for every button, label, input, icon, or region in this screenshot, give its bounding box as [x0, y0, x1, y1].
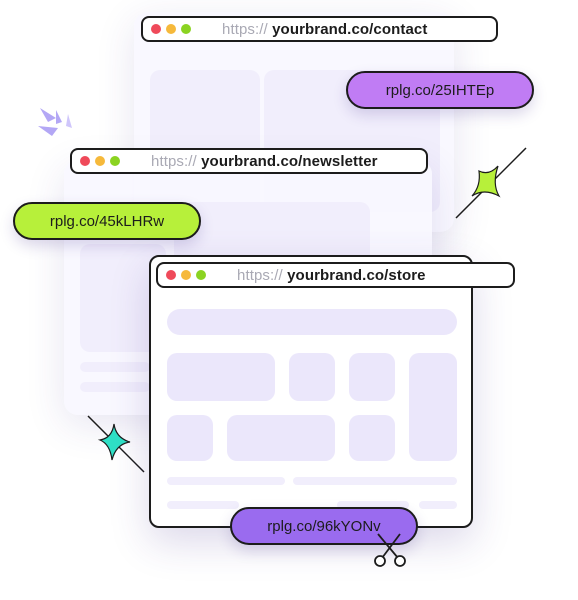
close-dot-icon — [151, 24, 161, 34]
url-text: https:// yourbrand.co/newsletter — [151, 153, 378, 170]
placeholder-line — [80, 382, 150, 392]
scissors-icon — [374, 533, 406, 567]
contact-short-link[interactable]: rplg.co/25IHTEp — [346, 71, 534, 109]
store-window — [149, 255, 473, 528]
placeholder-line — [293, 477, 457, 485]
maximize-dot-icon — [196, 270, 206, 280]
placeholder-line — [419, 501, 457, 509]
teal-sparkle-icon — [87, 415, 145, 473]
placeholder-banner — [167, 309, 457, 335]
minimize-dot-icon — [95, 156, 105, 166]
placeholder-line — [167, 477, 285, 485]
maximize-dot-icon — [110, 156, 120, 166]
placeholder-block — [227, 415, 335, 461]
placeholder-block — [167, 415, 213, 461]
url-protocol: https:// — [237, 266, 283, 284]
store-url-bar[interactable]: https:// yourbrand.co/store — [156, 262, 515, 288]
minimize-dot-icon — [181, 270, 191, 280]
url-domain: yourbrand.co/newsletter — [201, 152, 378, 170]
store-short-link[interactable]: rplg.co/96kYONv — [230, 507, 418, 545]
url-text: https:// yourbrand.co/contact — [222, 21, 427, 38]
placeholder-line — [167, 501, 239, 509]
sparkle-burst-icon — [38, 108, 72, 136]
url-protocol: https:// — [222, 20, 268, 38]
placeholder-block — [349, 415, 395, 461]
minimize-dot-icon — [166, 24, 176, 34]
placeholder-block — [349, 353, 395, 401]
url-domain: yourbrand.co/contact — [272, 20, 428, 38]
close-dot-icon — [166, 270, 176, 280]
placeholder-block — [167, 353, 275, 401]
newsletter-short-link[interactable]: rplg.co/45kLHRw — [13, 202, 201, 240]
contact-url-bar[interactable]: https:// yourbrand.co/contact — [141, 16, 498, 42]
placeholder-line — [80, 362, 150, 372]
maximize-dot-icon — [181, 24, 191, 34]
url-domain: yourbrand.co/store — [287, 266, 426, 284]
url-text: https:// yourbrand.co/store — [237, 267, 426, 284]
close-dot-icon — [80, 156, 90, 166]
newsletter-url-bar[interactable]: https:// yourbrand.co/newsletter — [70, 148, 428, 174]
placeholder-block — [409, 353, 457, 461]
placeholder-block — [289, 353, 335, 401]
green-sparkle-icon — [455, 147, 527, 219]
url-protocol: https:// — [151, 152, 197, 170]
placeholder-line — [337, 501, 409, 509]
